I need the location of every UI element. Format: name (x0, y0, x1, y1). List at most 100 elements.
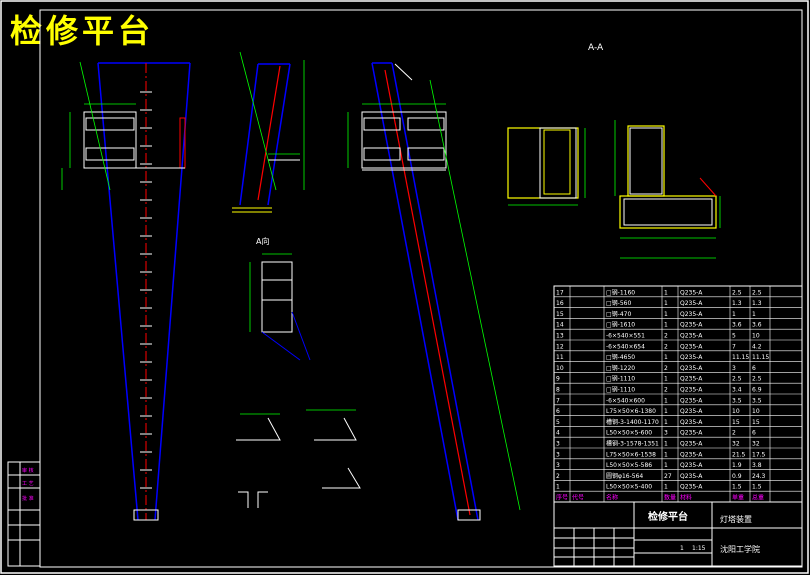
table-cell: 13 (556, 333, 564, 340)
table-cell: Q235-A (680, 441, 703, 448)
left-strip: 审 核 工 艺 批 准 (7, 461, 41, 567)
table-cell: □钢-1110 (606, 375, 635, 383)
table-cell: 7 (732, 343, 736, 350)
table-cell: 3 (664, 430, 668, 437)
table-cell: 圆钢φ16-564 (606, 472, 643, 480)
table-cell: Q235-A (680, 408, 703, 415)
table-cell: 3.4 (732, 387, 742, 394)
table-cell: 12 (556, 343, 564, 350)
table-cell: 11.15 (732, 354, 749, 361)
table-cell: 17 (556, 289, 564, 296)
table-cell: Q235-A (680, 397, 703, 404)
title-block-part: 灯塔装置 (720, 514, 752, 524)
table-cell: Q235-A (680, 322, 703, 329)
table-cell: 3.8 (752, 462, 762, 469)
table-cell: 4 (556, 430, 560, 437)
table-cell: 0.9 (732, 473, 742, 480)
table-cell: 3.5 (732, 397, 742, 404)
table-cell: 3 (556, 441, 560, 448)
table-cell: 1 (664, 408, 668, 415)
table-cell: 1 (664, 441, 668, 448)
section-label: A-A (588, 43, 604, 53)
table-cell: Q235-A (680, 311, 703, 318)
table-cell: 10 (732, 408, 740, 415)
table-cell: 15 (556, 311, 564, 318)
table-header-cell: 材料 (680, 494, 692, 502)
table-cell: 17.5 (752, 451, 766, 458)
table-cell: 2 (664, 333, 668, 340)
table-cell: L50×50×5-600 (606, 430, 652, 437)
table-cell: Q235-A (680, 473, 703, 480)
table-cell: Q235-A (680, 365, 703, 372)
table-cell: 11.15 (752, 354, 769, 361)
table-cell: 1 (664, 322, 668, 329)
table-cell: Q235-A (680, 376, 703, 383)
table-cell: 14 (556, 322, 564, 329)
table-cell: Q235-A (680, 343, 703, 350)
table-cell: 2.5 (752, 376, 762, 383)
table-cell: 1 (752, 311, 756, 318)
table-cell: 10 (556, 365, 564, 372)
table-cell: 槽钢-3-1578-1351 (606, 440, 659, 448)
table-cell: 3 (732, 365, 736, 372)
table-cell: 24.3 (752, 473, 766, 480)
table-cell: 1 (664, 462, 668, 469)
table-cell: 1.5 (732, 484, 742, 491)
table-cell: Q235-A (680, 419, 703, 426)
table-header-cell: 名称 (606, 494, 618, 502)
table-cell: 11 (556, 354, 564, 361)
table-cell: 1 (664, 484, 668, 491)
table-cell: 10 (752, 333, 760, 340)
table-cell: 1 (664, 300, 668, 307)
top-view (614, 120, 721, 259)
table-cell: 3 (556, 462, 560, 469)
table-cell: 2 (664, 387, 668, 394)
table-cell: 5 (732, 333, 736, 340)
table-cell: 3.6 (732, 322, 742, 329)
table-cell: Q235-A (680, 300, 703, 307)
table-cell: 1.3 (752, 300, 762, 307)
table-cell: L75×50×6-1380 (606, 408, 656, 415)
table-cell: □钢-470 (606, 310, 631, 318)
title-block-sheet: 1 (680, 545, 684, 552)
table-cell: Q235-A (680, 289, 703, 296)
table-cell: 1 (664, 397, 668, 404)
bracket-details (236, 409, 361, 508)
table-cell: 32 (732, 441, 740, 448)
table-cell: 7 (556, 397, 560, 404)
table-cell: 16 (556, 300, 564, 307)
table-cell: 2 (664, 365, 668, 372)
table-cell: 6 (752, 430, 756, 437)
table-cell: -6×540×654 (606, 343, 645, 350)
table-header-cell: 总重 (752, 494, 764, 502)
table-cell: Q235-A (680, 430, 703, 437)
table-cell: -6×540×551 (606, 333, 645, 340)
table-cell: 21.5 (732, 451, 746, 458)
drawing-title: 检修平台 (10, 12, 155, 50)
table-cell: Q235-A (680, 354, 703, 361)
table-cell: Q235-A (680, 387, 703, 394)
table-cell: 3.6 (752, 322, 762, 329)
table-header-cell: 序号 (556, 494, 568, 502)
title-block-org: 沈阳工学院 (720, 544, 760, 554)
table-cell: 10 (752, 408, 760, 415)
table-cell: 2.5 (732, 376, 742, 383)
table-cell: 2 (732, 430, 736, 437)
table-cell: □钢-560 (606, 299, 631, 307)
table-cell: 6 (556, 408, 560, 415)
table-cell: 1.3 (732, 300, 742, 307)
table-header-cell: 数量 (664, 494, 676, 502)
title-block-name: 检修平台 (648, 510, 688, 523)
table-cell: 2 (664, 343, 668, 350)
table-cell: 1 (732, 311, 736, 318)
table-cell: L50×50×5-586 (606, 462, 652, 469)
table-cell: 8 (556, 387, 560, 394)
table-cell: 27 (664, 473, 672, 480)
side-view-center (232, 51, 305, 213)
table-cell: 1 (556, 484, 560, 491)
table-cell: Q235-A (680, 484, 703, 491)
left-strip-item-0: 审 核 (22, 467, 34, 474)
table-cell: 1 (664, 289, 668, 296)
